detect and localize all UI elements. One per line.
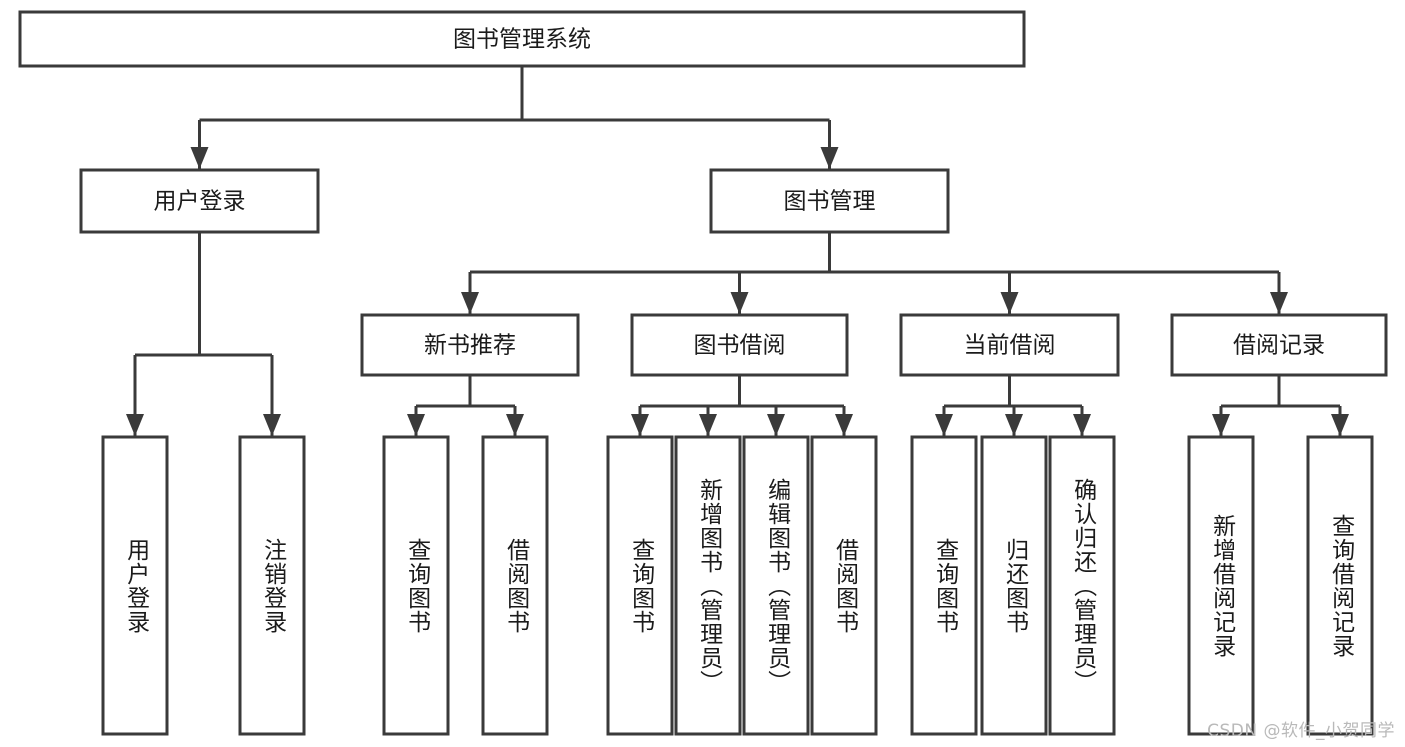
node-label-level3-1: 图书借阅 <box>694 333 786 359</box>
connector-layer <box>126 66 1349 436</box>
leaf-label-7-wrap: 借阅图书 <box>831 537 858 634</box>
leaf-label-9: 归还图书 <box>1001 537 1028 634</box>
leaf-label-6: 编辑图书（管理员） <box>763 477 790 694</box>
leaf-box-8[interactable] <box>910 435 978 736</box>
leaf-label-3: 借阅图书 <box>502 537 529 634</box>
arrowhead-icon <box>1073 414 1091 436</box>
node-label-level3-0: 新书推荐 <box>424 333 516 359</box>
leaf-box-2[interactable] <box>382 435 450 736</box>
leaf-label-5-wrap: 新增图书（管理员） <box>695 477 722 694</box>
leaf-box-6[interactable] <box>742 435 810 736</box>
leaf-label-8-wrap: 查询图书 <box>931 537 958 634</box>
leaf-box-10[interactable] <box>1048 435 1116 736</box>
leaf-label-4-wrap: 查询图书 <box>627 537 654 634</box>
leaf-box-12[interactable] <box>1306 435 1374 736</box>
arrowhead-icon <box>631 414 649 436</box>
arrowhead-icon <box>935 414 953 436</box>
leaf-box-5[interactable] <box>674 435 742 736</box>
node-label-level3-3: 借阅记录 <box>1233 333 1325 359</box>
arrowhead-icon <box>190 147 209 169</box>
arrowhead-icon <box>835 414 853 436</box>
leaf-label-10-wrap: 确认归还（管理员） <box>1069 477 1096 694</box>
arrowhead-icon <box>126 414 144 436</box>
leaf-box-0[interactable] <box>101 435 169 736</box>
leaf-box-11[interactable] <box>1187 435 1255 736</box>
node-label-root: 图书管理系统 <box>453 27 591 53</box>
leaf-label-0: 用户登录 <box>122 537 149 634</box>
node-label-level2-0: 用户登录 <box>154 189 246 215</box>
leaf-label-6-wrap: 编辑图书（管理员） <box>763 477 790 694</box>
leaf-label-4: 查询图书 <box>627 537 654 634</box>
leaf-label-9-wrap: 归还图书 <box>1001 537 1028 634</box>
node-label-level3-2: 当前借阅 <box>964 333 1056 359</box>
leaf-box-7[interactable] <box>810 435 878 736</box>
node-box-level3-0[interactable] <box>360 313 580 377</box>
arrowhead-icon <box>1270 292 1288 314</box>
leaf-label-11: 新增借阅记录 <box>1208 513 1235 658</box>
node-box-level3-1[interactable] <box>630 313 849 377</box>
leaf-label-11-wrap: 新增借阅记录 <box>1208 513 1235 658</box>
arrowhead-icon <box>263 414 281 436</box>
leaf-box-3[interactable] <box>481 435 549 736</box>
leaf-label-0-wrap: 用户登录 <box>122 537 149 634</box>
arrowhead-icon <box>730 292 749 314</box>
leaf-box-9[interactable] <box>980 435 1048 736</box>
leaf-label-2: 查询图书 <box>403 537 430 634</box>
arrowhead-icon <box>407 414 425 436</box>
arrowhead-icon <box>506 414 524 436</box>
node-box-level2-0[interactable] <box>79 168 320 234</box>
arrowhead-icon <box>1005 414 1023 436</box>
leaf-label-7: 借阅图书 <box>831 537 858 634</box>
leaf-label-1-wrap: 注销登录 <box>259 537 286 634</box>
leaf-label-5: 新增图书（管理员） <box>695 477 722 694</box>
leaf-label-2-wrap: 查询图书 <box>403 537 430 634</box>
leaf-label-8: 查询图书 <box>931 537 958 634</box>
arrowhead-icon <box>699 414 717 436</box>
arrowhead-icon <box>767 414 785 436</box>
arrowhead-icon <box>461 292 479 314</box>
leaf-label-3-wrap: 借阅图书 <box>502 537 529 634</box>
arrowhead-icon <box>820 147 839 169</box>
node-box-level2-1[interactable] <box>709 168 950 234</box>
node-box-level3-3[interactable] <box>1170 313 1388 377</box>
leaf-box-4[interactable] <box>606 435 674 736</box>
leaf-label-10: 确认归还（管理员） <box>1069 477 1096 694</box>
leaf-box-1[interactable] <box>238 435 306 736</box>
node-box-level3-2[interactable] <box>899 313 1120 377</box>
arrowhead-icon <box>1331 414 1349 436</box>
node-label-level2-1: 图书管理 <box>784 189 876 215</box>
arrowhead-icon <box>1212 414 1230 436</box>
node-box-root[interactable] <box>18 10 1026 68</box>
leaf-label-12: 查询借阅记录 <box>1327 513 1354 658</box>
node-box-layer: 图书管理系统用户登录图书管理新书推荐图书借阅当前借阅借阅记录用户登录注销登录查询… <box>18 10 1388 736</box>
arrowhead-icon <box>1000 292 1019 314</box>
leaf-label-12-wrap: 查询借阅记录 <box>1327 513 1354 658</box>
leaf-label-1: 注销登录 <box>259 537 286 634</box>
